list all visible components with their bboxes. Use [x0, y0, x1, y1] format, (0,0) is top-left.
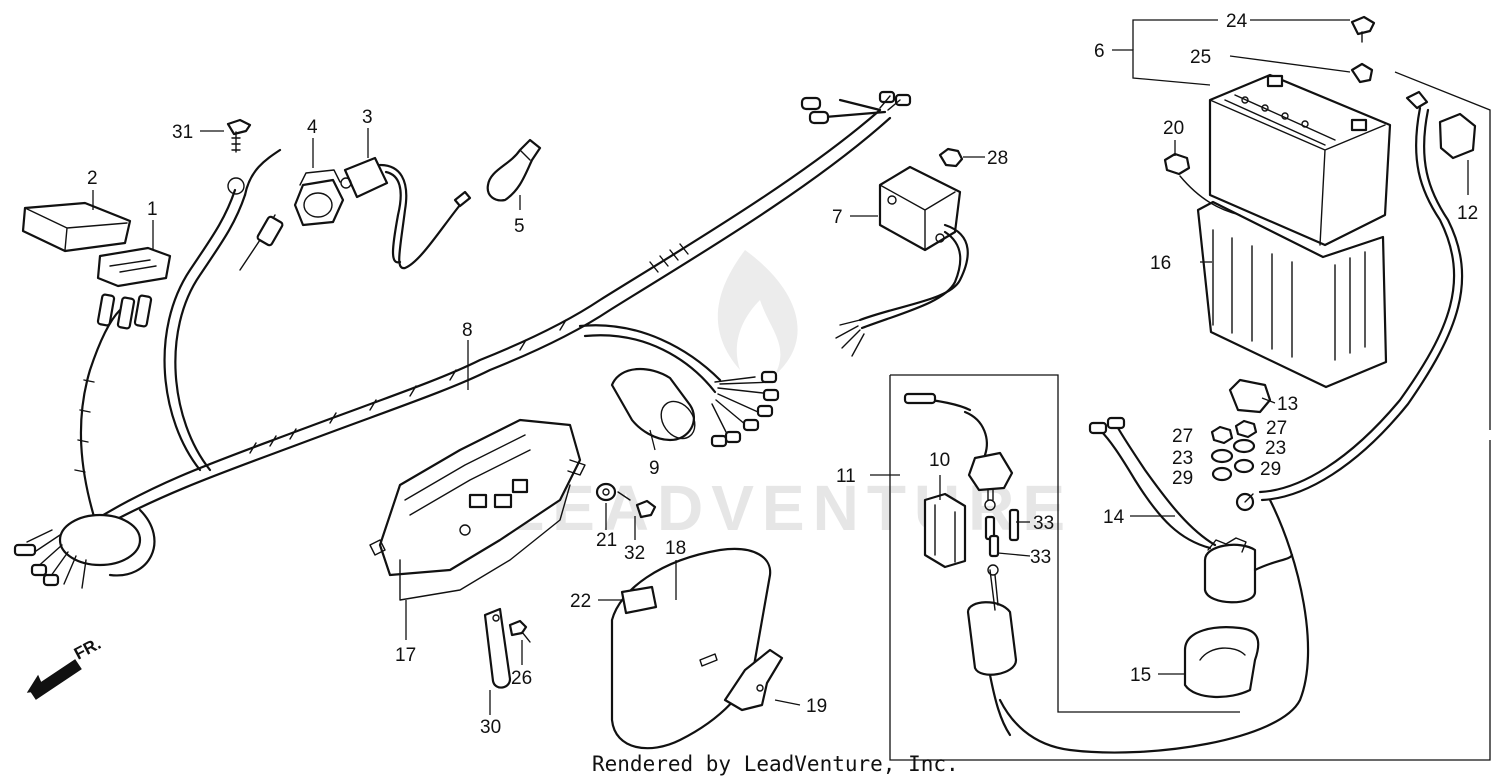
callout-23a: 23 [1265, 438, 1286, 459]
callout-18: 18 [665, 538, 686, 559]
part-1-coupler [96, 246, 172, 288]
callout-19: 19 [806, 696, 827, 717]
callout-8: 8 [462, 320, 473, 341]
callout-20: 20 [1163, 118, 1184, 139]
part-26-screw [508, 619, 531, 643]
callout-31: 31 [172, 122, 193, 143]
part-2-relay-cover [21, 201, 132, 253]
front-direction-arrow: FR. [26, 634, 104, 700]
part-24-bolt [1350, 15, 1376, 43]
callout-22: 22 [570, 591, 591, 612]
part-7-regulator [835, 165, 969, 357]
part-18-cover [610, 547, 772, 750]
part-12-cable [1258, 90, 1477, 502]
callout-29b: 29 [1260, 459, 1281, 480]
part-13-boot [1228, 378, 1272, 414]
callout-28: 28 [987, 148, 1008, 169]
part-16-battery-case [1196, 200, 1388, 389]
part-14-starter-relay [998, 416, 1310, 754]
part-19-bracket [723, 648, 784, 712]
part-22-label [620, 585, 658, 615]
callout-15: 15 [1130, 665, 1151, 686]
part-33-fuses [984, 508, 1020, 558]
callout-33a: 33 [1033, 513, 1054, 534]
hardware-23-27-29 [1210, 419, 1258, 482]
callout-26: 26 [511, 668, 532, 689]
callout-33b: 33 [1030, 547, 1051, 568]
part-17-holder [369, 418, 586, 601]
callout-24: 24 [1226, 11, 1248, 32]
callout-14: 14 [1103, 507, 1125, 528]
callout-23b: 23 [1172, 448, 1193, 469]
part-21-washer [595, 482, 617, 502]
callout-11: 11 [836, 466, 856, 487]
part-9-tube [610, 367, 696, 442]
callout-3: 3 [362, 107, 373, 128]
part-10-fuse-holder [923, 492, 967, 569]
callout-2: 2 [87, 168, 98, 189]
callout-32: 32 [624, 543, 645, 564]
harness-left-branch [13, 148, 284, 589]
fuse-case [966, 564, 1018, 737]
callout-30: 30 [480, 717, 501, 738]
part-30-band [483, 607, 512, 689]
part-32-screw [617, 491, 657, 519]
part-11-fuse-group [889, 71, 1491, 761]
callout-27b: 27 [1266, 418, 1287, 439]
direction-label: FR. [71, 634, 104, 664]
callout-5: 5 [514, 216, 525, 237]
callout-13: 13 [1277, 394, 1298, 415]
callout-9: 9 [649, 458, 660, 479]
part-5-plug-cap [486, 138, 542, 202]
part-6-battery [1208, 73, 1392, 247]
callout-25: 25 [1190, 47, 1211, 68]
callouts: 1 2 3 4 5 6 7 8 9 10 11 12 13 14 15 16 1… [87, 11, 1478, 738]
callout-4: 4 [307, 117, 318, 138]
callout-29a: 29 [1172, 468, 1193, 489]
callout-10: 10 [929, 450, 950, 471]
main-wire-harness [93, 90, 912, 530]
callout-21: 21 [596, 530, 617, 551]
part-31-bolt [226, 118, 252, 153]
watermark-text: LEADVENTURE [505, 472, 1073, 544]
render-credit: Rendered by LeadVenture, Inc. [592, 752, 959, 776]
callout-17: 17 [395, 645, 416, 666]
part-4-clamp [293, 169, 345, 227]
part-3-ignition-coil [340, 156, 472, 270]
watermark: LEADVENTURE [505, 250, 1073, 544]
callout-1: 1 [147, 199, 158, 220]
part-28-nut [938, 147, 964, 168]
leader-lines [92, 19, 1469, 715]
callout-6: 6 [1094, 41, 1105, 62]
callout-16: 16 [1150, 253, 1171, 274]
callout-12: 12 [1457, 203, 1478, 224]
callout-27a: 27 [1172, 426, 1193, 447]
callout-7: 7 [832, 207, 843, 228]
part-15-relay-rubber [1183, 626, 1260, 699]
part-25-nut [1350, 62, 1374, 84]
